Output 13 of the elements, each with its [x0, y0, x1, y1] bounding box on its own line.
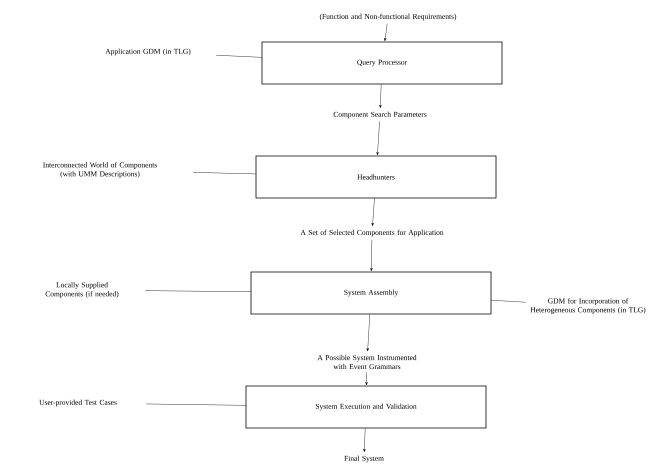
- arrow: [384, 23, 388, 42]
- arrow: [376, 121, 380, 156]
- arrow: [370, 239, 373, 272]
- connector-line: [193, 172, 256, 174]
- connector-line: [491, 300, 526, 302]
- connector-line: [145, 290, 251, 292]
- connector-line: [216, 55, 262, 58]
- connector-line: [146, 404, 246, 406]
- arrow: [379, 84, 382, 108]
- arrow: [371, 198, 375, 226]
- arrow: [366, 314, 370, 352]
- arrow: [363, 428, 366, 452]
- arrow: [365, 372, 368, 386]
